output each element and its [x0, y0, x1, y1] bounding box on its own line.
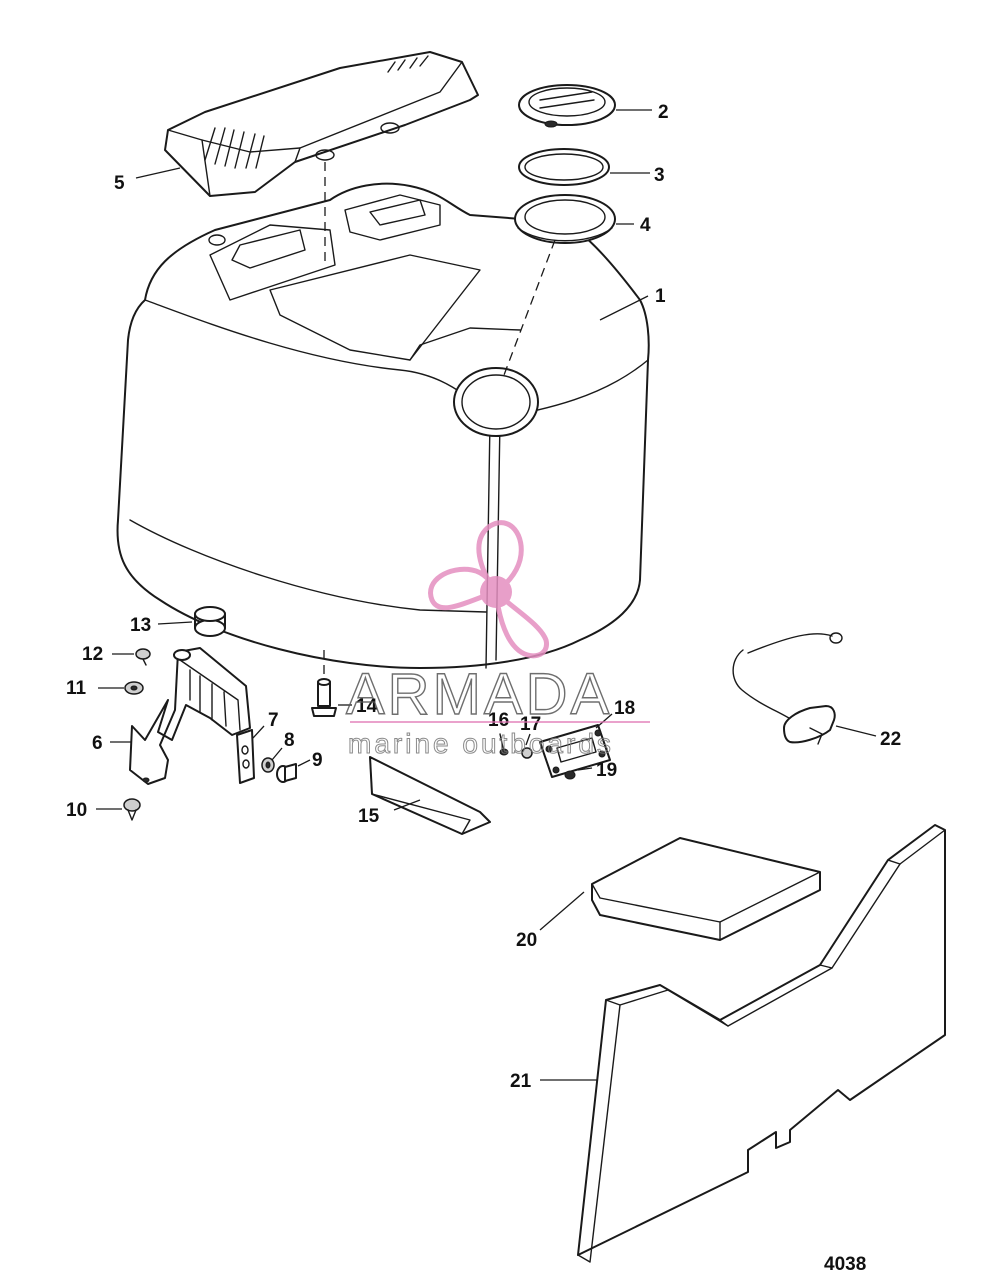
callout-14: 14 — [356, 696, 378, 717]
part-6-latch-bracket — [129, 647, 251, 785]
part-4-ring — [514, 194, 616, 244]
watermark-tagline: marine outboards — [348, 728, 614, 759]
callout-17: 17 — [520, 714, 541, 735]
part-9-screw — [276, 763, 297, 783]
callout-3: 3 — [654, 165, 665, 186]
part-22-lanyard — [732, 632, 843, 745]
callout-21: 21 — [510, 1071, 532, 1092]
callout-20: 20 — [516, 930, 537, 951]
callout-2: 2 — [658, 102, 669, 123]
part-16-screw — [499, 733, 509, 756]
callout-5: 5 — [114, 173, 125, 194]
part-19-nut — [564, 770, 576, 780]
watermark-brand: ARMADA — [346, 662, 612, 727]
part-21-liner-panel — [577, 824, 946, 1263]
part-8-washer — [261, 757, 275, 773]
callout-4: 4 — [640, 215, 651, 236]
callout-18: 18 — [614, 698, 635, 719]
callout-7: 7 — [268, 710, 279, 731]
part-3-seal-ring — [518, 148, 610, 186]
part-14-bolt — [311, 678, 337, 717]
propeller-logo-icon — [428, 520, 549, 659]
callout-16: 16 — [488, 710, 509, 731]
figure-number: 4038 — [824, 1254, 866, 1275]
callout-12: 12 — [82, 644, 103, 665]
callout-11: 11 — [66, 678, 87, 699]
callout-19: 19 — [596, 760, 617, 781]
watermark: ARMADA marine outboards — [345, 520, 650, 760]
callout-10: 10 — [66, 800, 87, 821]
part-12-screw — [135, 648, 151, 666]
assembly-line-cap — [503, 239, 556, 376]
part-2-cap — [518, 84, 616, 128]
part-10-pin — [123, 798, 141, 821]
part-17-washer — [521, 747, 533, 759]
callout-1: 1 — [655, 286, 666, 307]
callout-22: 22 — [880, 729, 901, 750]
callout-leaders — [96, 109, 877, 1081]
callout-labels: 1 2 3 4 5 6 7 8 9 10 11 12 13 14 15 16 1… — [66, 102, 901, 1092]
part-1-top-cowl — [116, 182, 650, 669]
part-13-grommet — [194, 606, 226, 637]
part-5-top-cover — [164, 51, 479, 197]
part-11-washer — [124, 681, 144, 695]
part-15-bracket — [369, 756, 491, 835]
callout-15: 15 — [358, 806, 380, 827]
part-7-plate — [236, 729, 255, 784]
part-18-latch-plate — [539, 724, 611, 778]
callout-8: 8 — [284, 730, 295, 751]
callout-9: 9 — [312, 750, 323, 771]
callout-6: 6 — [92, 733, 103, 754]
callout-13: 13 — [130, 615, 151, 636]
part-20-pad — [591, 837, 821, 941]
